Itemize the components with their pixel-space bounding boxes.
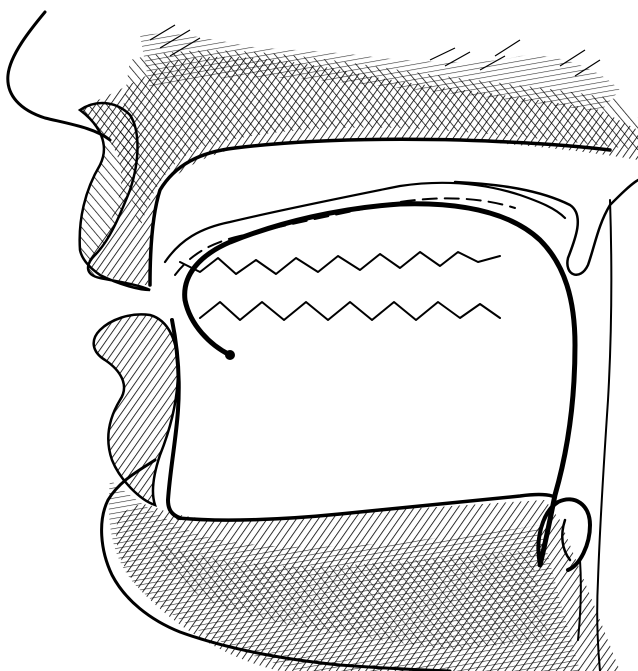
lower-lip bbox=[94, 314, 178, 505]
upper-palate-hatching bbox=[80, 34, 638, 285]
upper-teeth-zigzag bbox=[180, 252, 500, 274]
lower-jaw-hatching bbox=[109, 480, 620, 671]
pharynx-wall bbox=[597, 200, 611, 671]
tongue-arc-tip bbox=[225, 350, 235, 360]
palate-contour bbox=[150, 139, 610, 285]
lower-teeth-zigzag bbox=[200, 302, 500, 320]
upper-gum-outline bbox=[165, 183, 565, 262]
